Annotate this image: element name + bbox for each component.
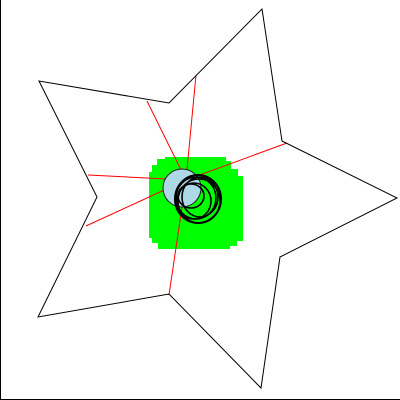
scribble-ring [177, 183, 205, 209]
black-scribble-circles [174, 174, 222, 224]
green-target-blob [149, 157, 243, 249]
scribble-ring [177, 178, 221, 224]
scribble-ring [181, 176, 219, 218]
red-ray [146, 100, 187, 181]
star-outline [37, 7, 399, 390]
red-ray [185, 74, 197, 181]
red-ray [185, 142, 288, 181]
scribble-ring [176, 182, 212, 220]
